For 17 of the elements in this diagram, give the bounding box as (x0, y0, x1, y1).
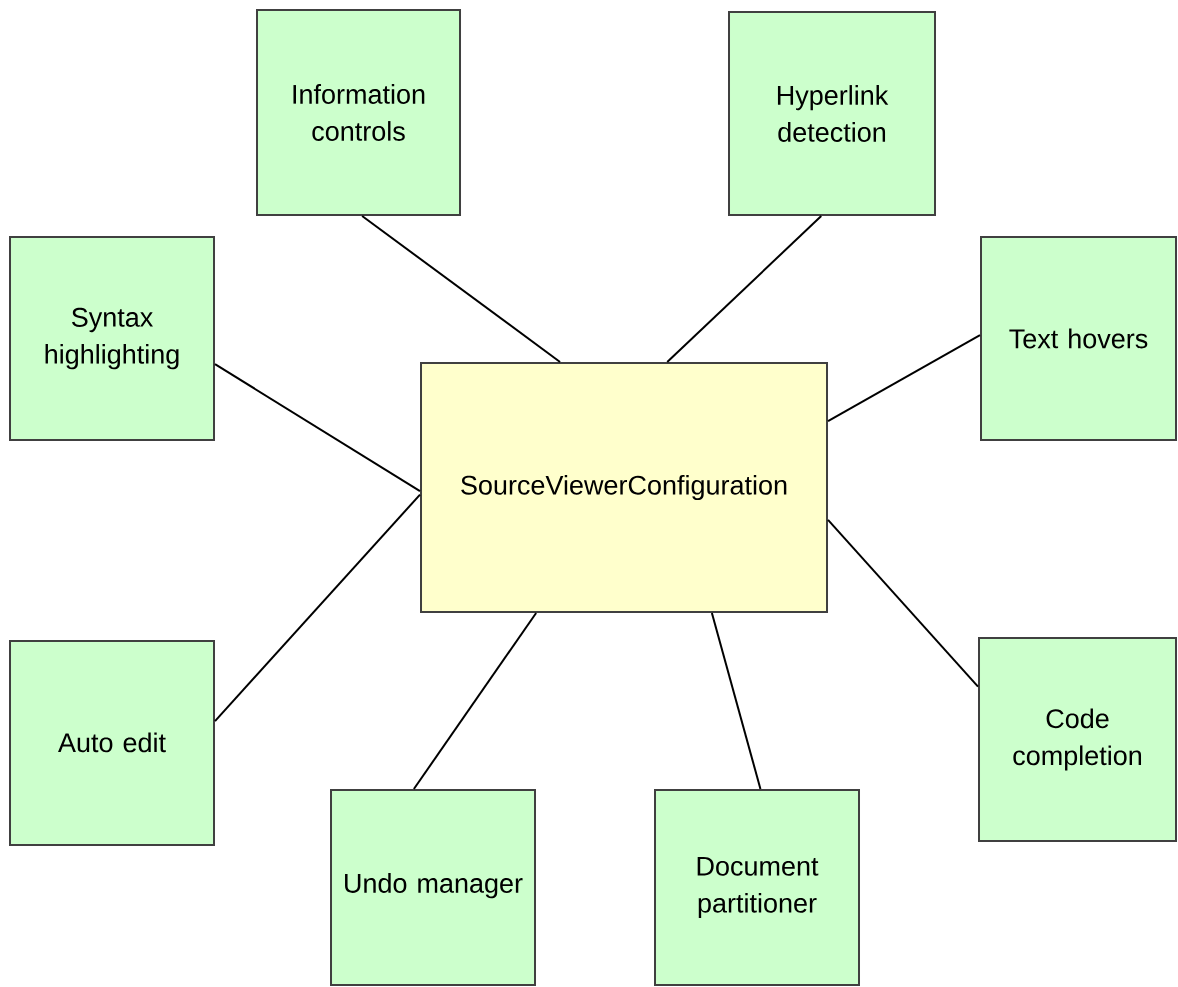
connector-line (827, 334, 981, 423)
feature-box: Code completion (978, 637, 1177, 842)
feature-box: Auto edit (9, 640, 215, 846)
feature-box: Text hovers (980, 236, 1177, 441)
feature-box: Document partitioner (654, 789, 860, 986)
connector-line (827, 518, 979, 688)
connector-line (710, 612, 762, 790)
feature-box: Undo manager (330, 789, 536, 986)
feature-box: Syntax highlighting (9, 236, 215, 441)
connector-line (666, 215, 823, 363)
connector-line (361, 215, 562, 363)
class-box: SourceViewerConfiguration (420, 362, 828, 613)
connector-line (412, 612, 538, 790)
feature-box: Information controls (256, 9, 461, 216)
connector-line (214, 493, 421, 723)
connector-line (214, 363, 421, 493)
feature-box: Hyperlink detection (728, 11, 936, 216)
